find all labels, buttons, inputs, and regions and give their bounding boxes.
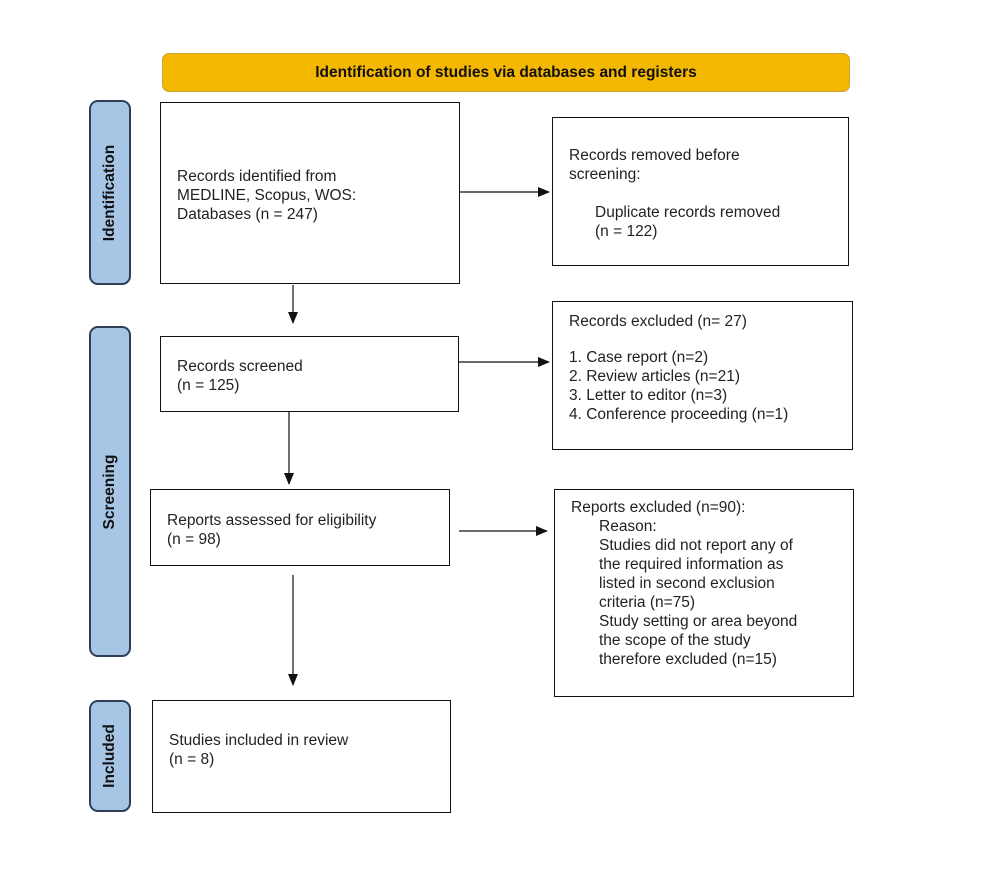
reports-assessed-line-1: Reports assessed for eligibility [167,512,377,529]
stage-identification: Identification [89,100,131,285]
records-identified-line-3: Databases (n = 247) [177,206,318,223]
identification-header-title: Identification of studies via databases … [315,63,697,81]
excluded-item-2: 2. Review articles (n=21) [569,368,740,385]
reports-excluded-box: Reports excluded (n=90): Reason: Studies… [554,489,854,697]
records-screened-line-2: (n = 125) [177,377,240,394]
reason-line-7: therefore excluded (n=15) [599,651,777,668]
reason-line-4: criteria (n=75) [599,594,696,611]
records-screened-box: Records screened (n = 125) [160,336,459,412]
identification-header: Identification of studies via databases … [162,53,850,92]
reason-line-5: Study setting or area beyond [599,613,798,630]
reports-assessed-box: Reports assessed for eligibility (n = 98… [150,489,450,566]
excluded-item-1: 1. Case report (n=2) [569,349,709,366]
studies-included-line-1: Studies included in review [169,732,349,749]
records-removed-box: Records removed before screening: Duplic… [552,117,849,266]
records-identified-line-1: Records identified from [177,168,337,185]
excluded-item-3: 3. Letter to editor (n=3) [569,387,728,404]
duplicates-removed-count: (n = 122) [595,223,658,240]
reports-assessed-line-2: (n = 98) [167,531,221,548]
reports-excluded-title: Reports excluded (n=90): [571,499,746,516]
records-excluded-box: Records excluded (n= 27) 1. Case report … [552,301,853,450]
records-identified-box: Records identified from MEDLINE, Scopus,… [160,102,460,284]
reason-line-3: listed in second exclusion [599,575,775,592]
excluded-item-4: 4. Conference proceeding (n=1) [569,406,789,423]
reason-line-1: Studies did not report any of [599,537,793,554]
stage-included: Included [89,700,131,812]
studies-included-line-2: (n = 8) [169,751,215,768]
reason-line-6: the scope of the study [599,632,751,649]
reports-excluded-reason-label: Reason: [599,518,657,535]
records-removed-title-1: Records removed before [569,147,740,164]
reason-line-2: the required information as [599,556,784,573]
records-excluded-title: Records excluded (n= 27) [569,313,747,330]
records-removed-title-2: screening: [569,166,641,183]
stage-screening: Screening [89,326,131,657]
studies-included-box: Studies included in review (n = 8) [152,700,451,813]
records-identified-line-2: MEDLINE, Scopus, WOS: [177,187,357,204]
records-screened-line-1: Records screened [177,358,303,375]
duplicates-removed-label: Duplicate records removed [595,204,781,221]
